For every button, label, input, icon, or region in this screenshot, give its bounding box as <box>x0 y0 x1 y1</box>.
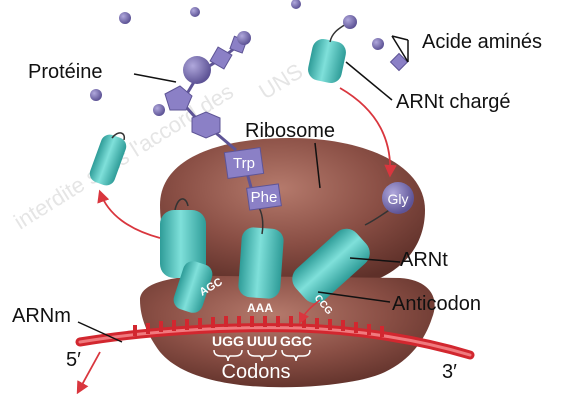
label-3-prime: 3′ <box>442 361 457 383</box>
label-proteine: Protéine <box>28 61 103 83</box>
label-5-prime: 5′ <box>66 349 81 371</box>
phe-label: Phe <box>251 189 278 206</box>
free-trna-left <box>89 132 127 186</box>
arrow-anticodon-pairing <box>298 299 321 325</box>
watermark-line2: UNS <box>254 58 307 104</box>
codon-1: UGG <box>212 333 244 349</box>
codons-label: Codons <box>222 361 291 383</box>
codon-2: UUU <box>247 333 277 349</box>
residue-pent-1 <box>164 85 193 111</box>
trp-label: Trp <box>233 155 255 172</box>
peptide-chain: Phe Trp <box>164 31 282 211</box>
residue-square-1 <box>209 46 233 70</box>
arrow-trna-exit <box>97 189 161 239</box>
label-arnm: ARNm <box>12 305 71 327</box>
codon-3: GGC <box>280 333 312 349</box>
label-arnt-charge: ARNt chargé <box>396 91 511 113</box>
phe-residue <box>246 183 282 211</box>
charged-trna <box>308 15 357 84</box>
residue-hex <box>191 111 221 139</box>
free-amino-acids <box>90 0 409 116</box>
anticodon-2: AAA <box>247 301 273 315</box>
label-arnt: ARNt <box>400 249 448 271</box>
codon-brackets <box>213 349 311 362</box>
residue-ball <box>183 56 211 84</box>
label-ribosome: Ribosome <box>245 120 335 142</box>
label-acides-amines: Acide aminés <box>422 31 542 53</box>
mrna-strand <box>75 316 475 360</box>
residue-small-ball <box>237 31 251 45</box>
label-anticodon: Anticodon <box>392 293 481 315</box>
arrow-mrna-direction <box>76 351 101 395</box>
gly-amino-acid: Gly <box>382 182 414 214</box>
arrow-charged-to-ribosome <box>339 87 397 178</box>
gly-label: Gly <box>388 191 409 207</box>
trp-residue <box>223 147 265 179</box>
codon-group: UGG UUU GGC Codons <box>212 333 312 383</box>
leader-lines <box>77 35 409 343</box>
